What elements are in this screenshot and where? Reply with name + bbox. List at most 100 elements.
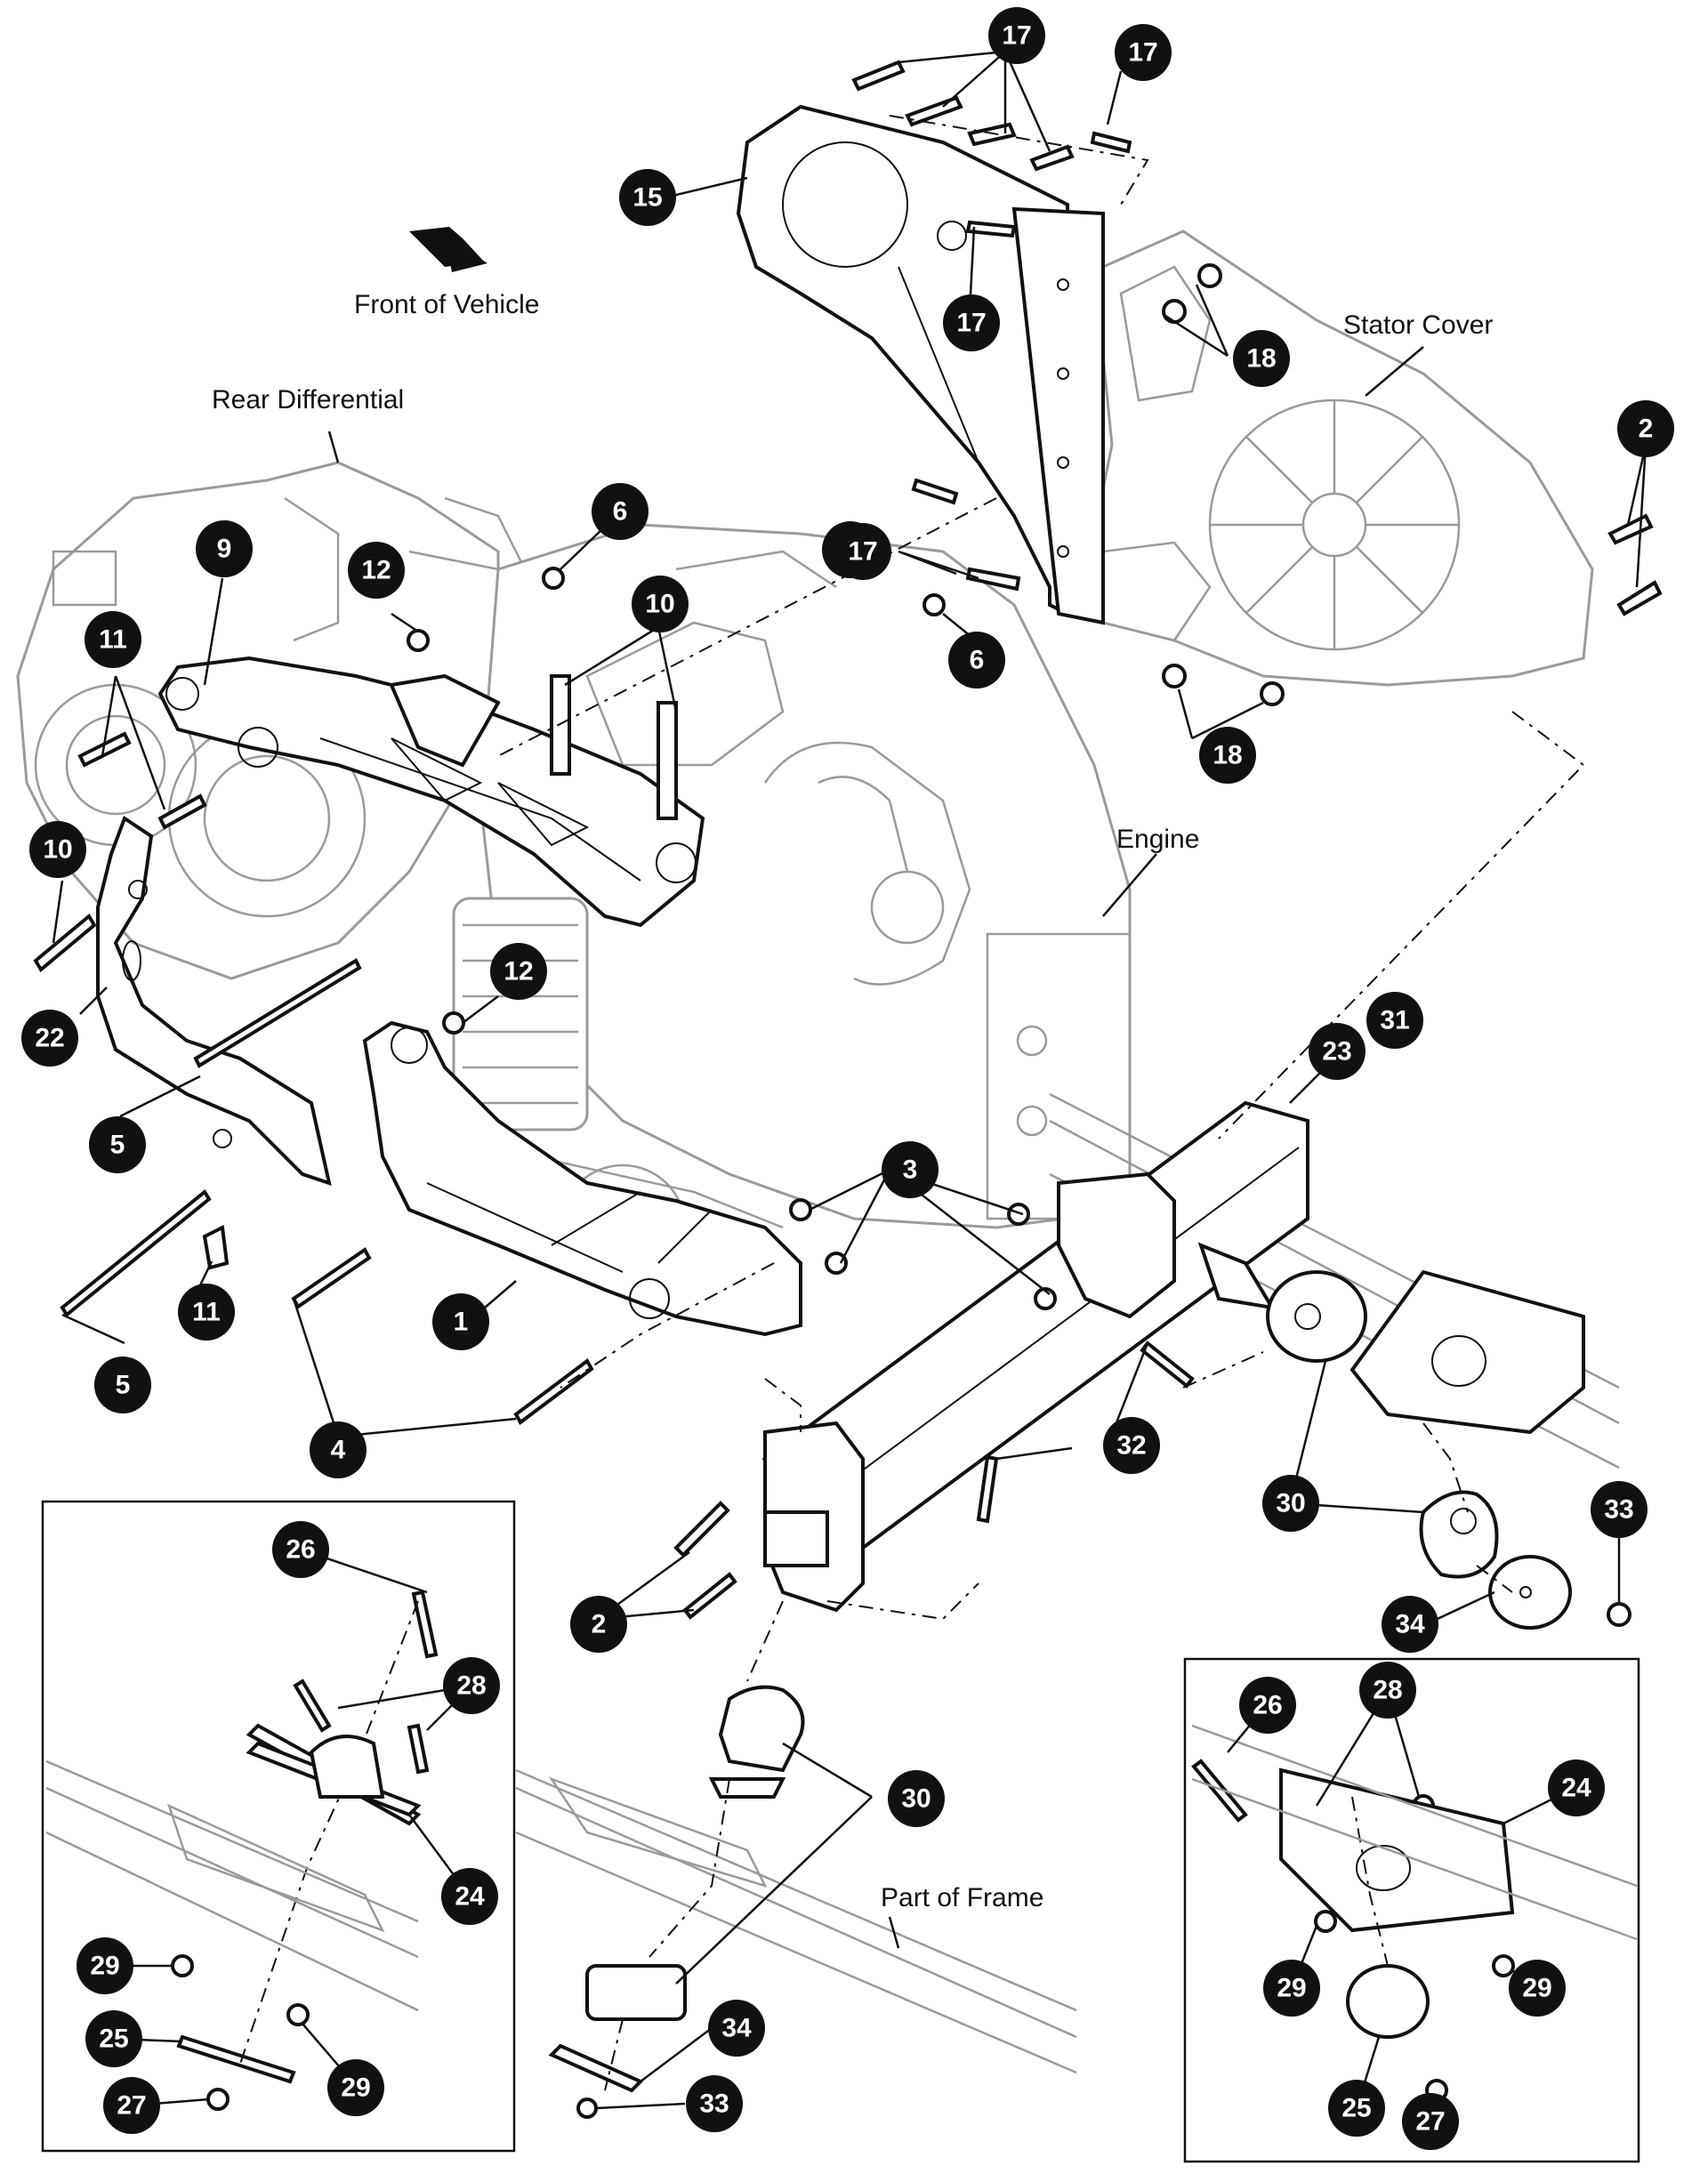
callout-circle xyxy=(834,523,891,580)
callout-28: 28 xyxy=(1359,1662,1416,1719)
inset-left-frame xyxy=(45,1735,422,2012)
callout-18: 18 xyxy=(1199,727,1256,784)
callout-circle xyxy=(94,1357,151,1413)
callout-circle xyxy=(988,7,1045,64)
callout-6: 6 xyxy=(592,483,649,540)
callout-number: 2 xyxy=(1639,415,1654,444)
callout-30: 30 xyxy=(888,1770,945,1827)
callout-2: 2 xyxy=(1617,400,1674,457)
callout-6: 6 xyxy=(948,632,1005,688)
callout-number: 33 xyxy=(699,2089,729,2119)
callout-number: 32 xyxy=(1116,1431,1146,1461)
callout-33: 33 xyxy=(1591,1481,1648,1538)
callout-number: 30 xyxy=(1276,1489,1305,1518)
callout-number: 17 xyxy=(1002,21,1031,51)
callout-circle xyxy=(943,294,1000,351)
label-part-of-frame: Part of Frame xyxy=(881,1883,1043,1912)
callout-circle xyxy=(89,1116,146,1173)
label-rear-differential: Rear Differential xyxy=(212,385,404,415)
callout-number: 28 xyxy=(456,1671,486,1701)
callout-5: 5 xyxy=(94,1357,151,1413)
fasteners xyxy=(33,60,1663,2119)
callout-circle xyxy=(1548,1759,1605,1816)
alignment-lines xyxy=(239,115,1585,2091)
callout-number: 6 xyxy=(970,646,985,675)
callout-number: 3 xyxy=(903,1155,918,1185)
callout-number: 10 xyxy=(645,590,674,619)
callout-circle xyxy=(272,1521,329,1578)
inset-right-frame xyxy=(1191,1724,1638,1941)
callout-number: 2 xyxy=(592,1610,607,1639)
part-1-bracket xyxy=(362,1020,802,1337)
callout-circle xyxy=(619,169,676,226)
callout-number: 5 xyxy=(116,1371,131,1400)
callout-number: 11 xyxy=(192,1298,221,1327)
callout-25: 25 xyxy=(1328,2080,1385,2137)
callout-34: 34 xyxy=(1382,1596,1438,1653)
callout-circle xyxy=(21,1010,78,1067)
callout-number: 34 xyxy=(721,2014,752,2043)
callout-number: 34 xyxy=(1395,1610,1425,1639)
callout-27: 27 xyxy=(1402,2093,1459,2150)
callout-number: 33 xyxy=(1604,1495,1633,1525)
callout-number: 29 xyxy=(1277,1974,1306,2003)
callout-29: 29 xyxy=(1509,1960,1566,2017)
callout-29: 29 xyxy=(77,1937,133,1994)
callout-number: 1 xyxy=(454,1308,469,1337)
callout-number: 31 xyxy=(1380,1006,1409,1035)
callout-26: 26 xyxy=(1239,1677,1296,1734)
callout-31: 31 xyxy=(1366,992,1423,1049)
callout-15: 15 xyxy=(619,169,676,226)
callout-number: 24 xyxy=(1561,1774,1591,1803)
callout-circle xyxy=(1263,1960,1320,2017)
callout-number: 12 xyxy=(361,556,391,585)
callout-number: 25 xyxy=(99,2025,128,2054)
callout-11: 11 xyxy=(178,1284,235,1341)
callout-circle xyxy=(1103,1417,1160,1474)
callout-circle xyxy=(441,1868,498,1925)
callout-circle xyxy=(1617,400,1674,457)
callout-number: 10 xyxy=(43,835,72,865)
callout-number: 17 xyxy=(956,309,986,338)
callout-circle xyxy=(948,632,1005,688)
callout-circle xyxy=(570,1596,627,1653)
callout-circle xyxy=(1402,2093,1459,2150)
callout-number: 15 xyxy=(632,183,662,213)
callout-9: 9 xyxy=(196,520,253,577)
callout-number: 12 xyxy=(504,957,533,986)
callout-number: 18 xyxy=(1246,344,1276,374)
callout-34: 34 xyxy=(708,2000,765,2057)
callout-circle xyxy=(77,1937,133,1994)
callout-number: 11 xyxy=(99,625,127,655)
callout-circle xyxy=(708,2000,765,2057)
callout-circle xyxy=(196,520,253,577)
callout-circle xyxy=(29,821,86,878)
callout-32: 32 xyxy=(1103,1417,1160,1474)
callout-10: 10 xyxy=(29,821,86,878)
callout-28: 28 xyxy=(443,1657,500,1714)
callout-3: 3 xyxy=(882,1141,939,1198)
label-front-of-vehicle: Front of Vehicle xyxy=(354,290,539,319)
callout-12: 12 xyxy=(348,542,405,599)
front-arrow-icon xyxy=(409,227,487,272)
callout-26: 26 xyxy=(272,1521,329,1578)
callout-number: 29 xyxy=(90,1952,119,1981)
callout-number: 17 xyxy=(1128,38,1157,68)
callout-17: 17 xyxy=(943,294,1000,351)
callout-circle xyxy=(1239,1677,1296,1734)
callout-number: 22 xyxy=(35,1024,64,1053)
callout-number: 28 xyxy=(1373,1676,1402,1705)
callout-30: 30 xyxy=(1262,1475,1319,1532)
callout-23: 23 xyxy=(1309,1023,1366,1080)
callout-circle xyxy=(490,943,547,1000)
callout-circle xyxy=(85,611,141,668)
callout-circle xyxy=(85,2010,142,2067)
callout-17: 17 xyxy=(988,7,1045,64)
callout-circle xyxy=(888,1770,945,1827)
callout-24: 24 xyxy=(441,1868,498,1925)
stator-cover-drawing xyxy=(1092,229,1594,687)
callout-number: 5 xyxy=(110,1131,125,1160)
callout-circle xyxy=(1328,2080,1385,2137)
callout-number: 26 xyxy=(1253,1691,1282,1720)
